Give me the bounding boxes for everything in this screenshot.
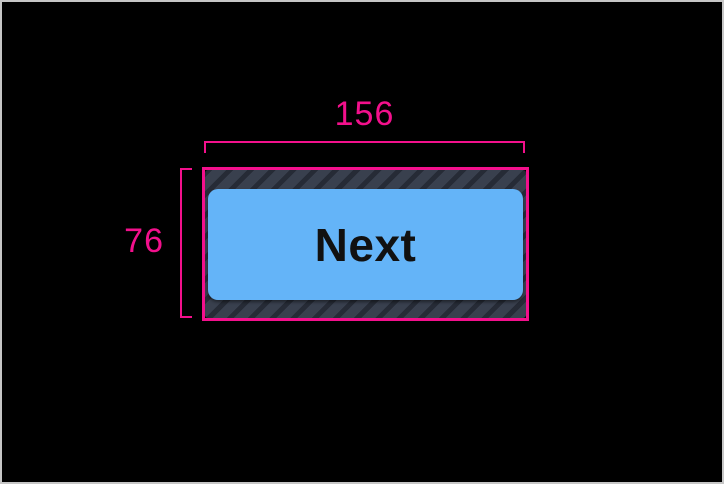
next-button[interactable]: Next — [208, 189, 523, 300]
height-dimension-label: 76 — [124, 222, 164, 260]
tap-target-overlay: Next — [202, 167, 529, 321]
height-dimension-bracket — [180, 168, 192, 318]
next-button-label: Next — [314, 218, 417, 271]
width-dimension-label: 156 — [334, 95, 395, 133]
width-dimension-bracket — [204, 141, 525, 153]
